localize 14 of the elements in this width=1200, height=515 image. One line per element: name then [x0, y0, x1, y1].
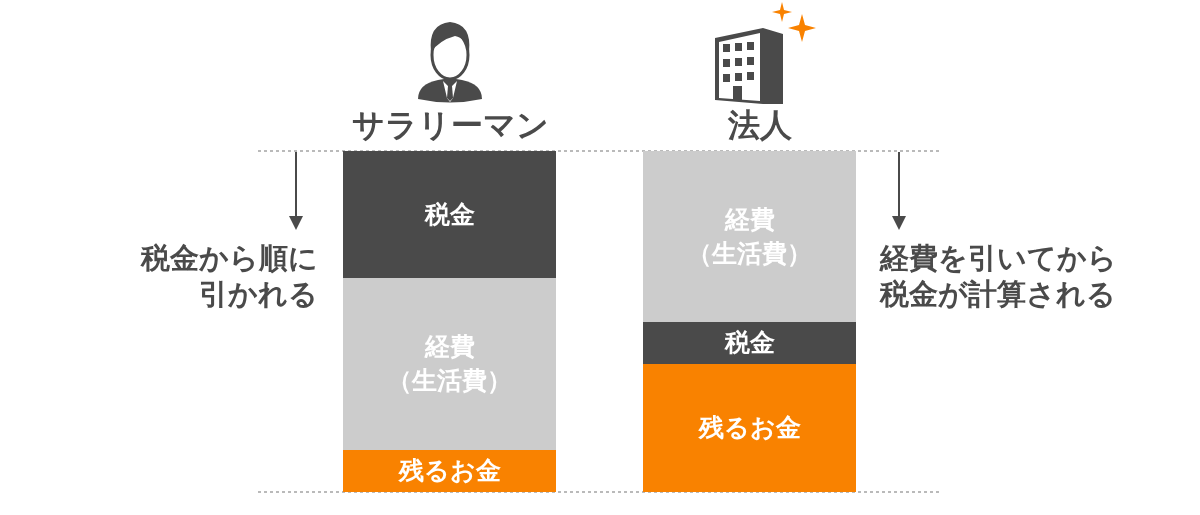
stacked-block — [643, 364, 856, 492]
stacked-block — [643, 151, 856, 322]
block-label: 税金 — [724, 327, 775, 360]
stacked-block — [343, 278, 556, 450]
block-label: 税金 — [424, 198, 475, 231]
column-heading: サラリーマン — [351, 105, 549, 146]
block-label: 残るお金 — [698, 412, 801, 445]
stacked-block — [343, 151, 556, 278]
column-heading: 法人 — [728, 105, 792, 146]
note-text: 経費を引いてから税金が計算される — [880, 240, 1118, 313]
stacked-block — [343, 450, 556, 492]
stacked-block — [643, 322, 856, 364]
note-text: 税金から順に引かれる — [139, 240, 318, 313]
block-label: 残るお金 — [398, 455, 501, 488]
